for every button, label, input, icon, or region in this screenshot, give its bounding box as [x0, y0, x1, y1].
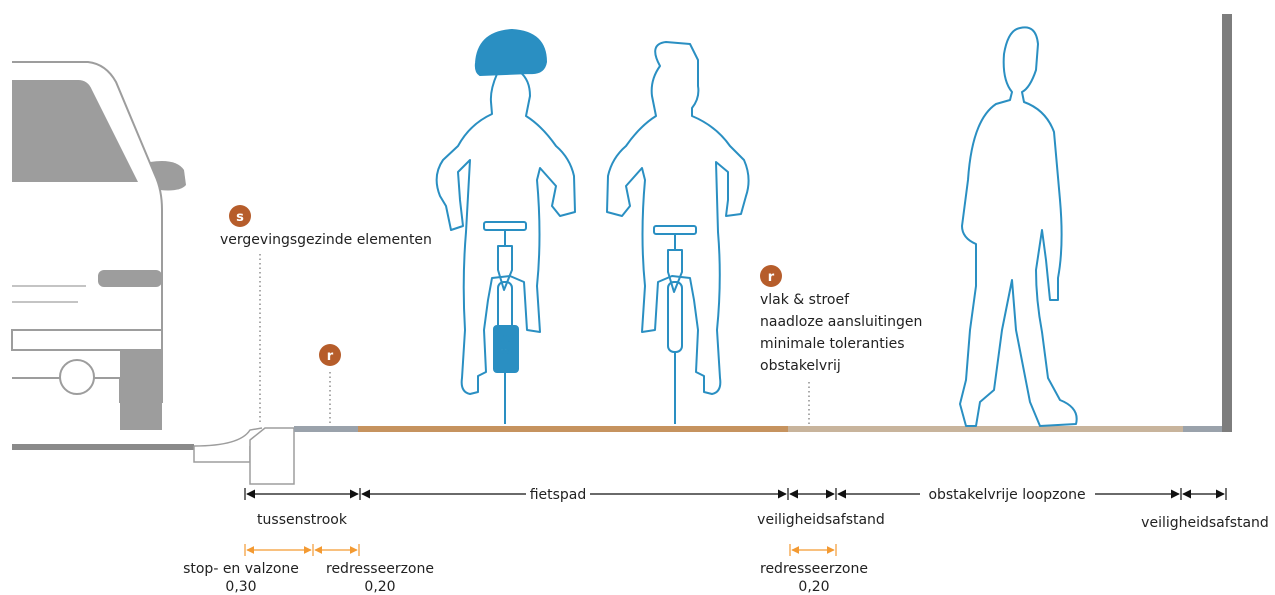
car-light	[98, 270, 162, 287]
badge-s: s vergevingsgezinde elementen	[220, 205, 432, 424]
badge-r-2-letter: r	[768, 270, 775, 285]
separation-strip-surface	[294, 426, 358, 432]
zone-label-stop-valzone: stop- en valzone	[183, 561, 299, 577]
dim-label-fietspad: fietspad	[530, 487, 587, 503]
cyclist-with-helmet: ABC 987	[435, 29, 576, 424]
badge-r-2-line-2: naadloze aansluitingen	[760, 314, 922, 330]
car-mirror	[150, 161, 186, 191]
badge-r-2-line-4: obstakelvrij	[760, 358, 841, 374]
plate-line-2: 987	[500, 348, 513, 355]
dimension-row-zones	[244, 544, 837, 556]
license-plate	[493, 325, 519, 373]
badge-r-1-circle	[319, 344, 341, 366]
car-illustration	[11, 61, 186, 430]
walkzone-surface	[788, 426, 1183, 432]
safety-strip-surface	[1183, 426, 1223, 432]
car-light-round	[59, 359, 95, 395]
dim-label-tussenstrook: tussenstrook	[257, 512, 348, 528]
road-surface	[12, 444, 194, 450]
badge-s-circle	[229, 205, 251, 227]
zone-value-stop-valzone: 0,30	[225, 579, 256, 595]
badge-s-text: vergevingsgezinde elementen	[220, 232, 432, 248]
badge-r-2-line-3: minimale toleranties	[760, 336, 905, 352]
badge-r-2: r vlak & stroef naadloze aansluitingen m…	[760, 265, 922, 424]
ground-profile	[12, 14, 1232, 485]
zone-label-redresseer-2: redresseerzone	[760, 561, 868, 577]
badge-r-1: r	[319, 344, 341, 424]
badge-r-2-circle	[760, 265, 782, 287]
badge-r-2-line-1: vlak & stroef	[760, 292, 850, 308]
zone-label-redresseer-1: redresseerzone	[326, 561, 434, 577]
plate-line-1: ABC	[499, 336, 513, 343]
curb-element	[249, 427, 295, 485]
badge-r-1-letter: r	[327, 349, 334, 364]
bikepath-surface	[358, 426, 788, 432]
car-window	[12, 80, 138, 182]
dim-label-veiligheidsafstand-1: veiligheidsafstand	[757, 512, 885, 528]
car-wheel	[120, 350, 162, 430]
facade-wall	[1222, 14, 1232, 432]
pedestrian	[959, 26, 1078, 427]
zone-value-redresseer-2: 0,20	[798, 579, 829, 595]
dim-label-veiligheidsafstand-2: veiligheidsafstand	[1141, 515, 1269, 531]
badge-s-letter: s	[236, 210, 244, 225]
helmet-icon	[474, 29, 547, 76]
zone-value-redresseer-1: 0,20	[364, 579, 395, 595]
dimension-row-main	[244, 488, 1227, 500]
dim-label-loopzone: obstakelvrije loopzone	[928, 487, 1085, 503]
cyclist	[606, 41, 750, 424]
